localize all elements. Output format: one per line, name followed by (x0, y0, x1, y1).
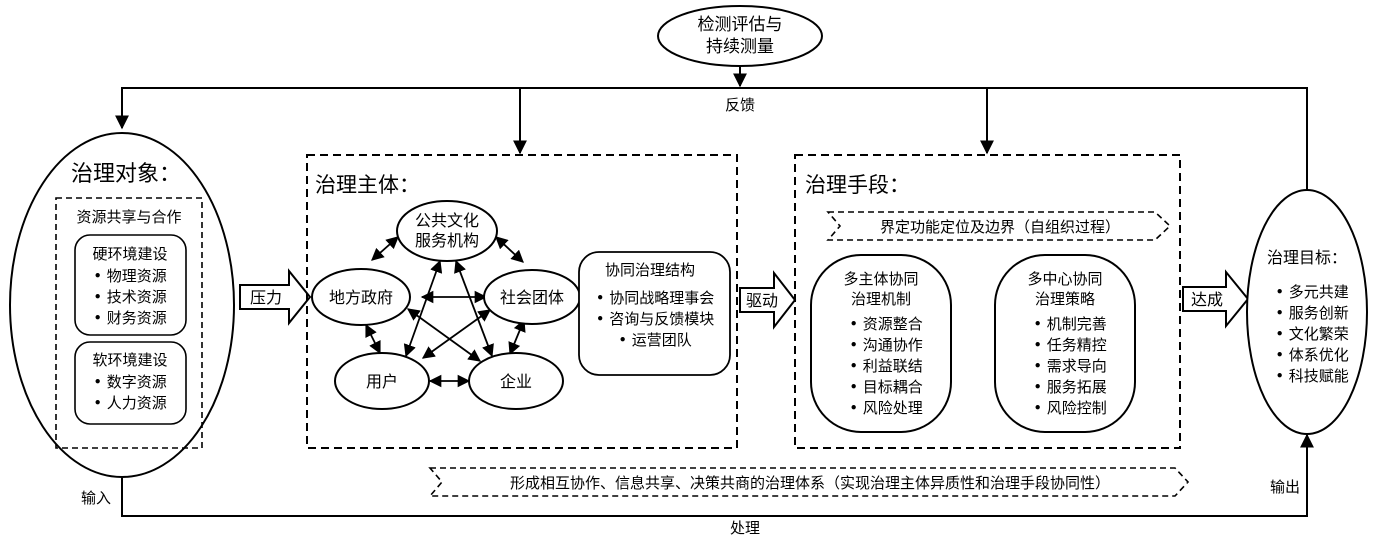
pressure-label: 压力 (250, 288, 282, 307)
collab-structure-item: • 协同战略理事会 (596, 289, 715, 307)
mechanism-item: • 利益联结 (849, 357, 923, 375)
node-user (334, 352, 430, 410)
soft-env-item: • 数字资源 (93, 373, 167, 391)
hard-env-item: • 财务资源 (93, 309, 167, 327)
goal-item: • 体系优化 (1275, 346, 1349, 364)
process-loop (121, 433, 1314, 517)
input-label: 输入 (81, 489, 111, 507)
goal-item: • 服务创新 (1275, 304, 1349, 322)
collab-structure-item: • 咨询与反馈模块 (596, 310, 715, 328)
drive-label: 驱动 (746, 291, 778, 310)
mechanism-item: • 沟通协作 (849, 336, 923, 354)
bottom-banner (428, 467, 1190, 497)
bottom-banner-text: 形成相互协作、信息共享、决策共商的治理体系（实现治理主体异质性和治理手段协同性） (510, 474, 1110, 492)
goal-item: • 科技赋能 (1275, 367, 1349, 385)
objects-title: 治理对象： (71, 162, 181, 187)
feedback-label: 反馈 (725, 96, 755, 114)
mechanism-title-l1: 多主体协同 (843, 270, 918, 288)
collab-structure-title: 协同治理结构 (605, 261, 695, 279)
strategy-item: • 机制完善 (1033, 315, 1107, 333)
strategy-item: • 服务拓展 (1033, 378, 1107, 396)
means-banner (826, 211, 1172, 241)
process-label: 处理 (730, 519, 760, 537)
mechanism-title-l2: 治理机制 (851, 290, 911, 308)
pressure-arrow: 压力 (239, 268, 312, 326)
hard-env-item: • 技术资源 (93, 288, 167, 306)
goals-panel: 治理目标： • 多元共建 • 服务创新 • 文化繁荣 • 体系优化 • 科技赋能 (1246, 189, 1368, 435)
monitor-line2: 持续测量 (706, 37, 774, 57)
strategy-item: • 风险控制 (1033, 399, 1107, 417)
strategy-title-l1: 多中心协同 (1027, 270, 1102, 288)
mechanism-item: • 资源整合 (849, 315, 923, 333)
node-local-government (311, 268, 411, 326)
hard-env-item: • 物理资源 (93, 267, 167, 285)
soft-env-title: 软环境建设 (92, 351, 167, 369)
node-public-culture-l2: 服务机构 (415, 231, 479, 250)
collab-structure-box (578, 251, 731, 376)
mechanism-item: • 目标耦合 (849, 378, 923, 396)
output-label: 输出 (1270, 478, 1300, 496)
monitor-node: 检测评估与 持续测量 (657, 5, 823, 67)
collab-structure-item: • 运营团队 (618, 331, 692, 349)
objects-inner-box (55, 197, 203, 449)
monitor-line1: 检测评估与 (698, 15, 783, 35)
achieve-label: 达成 (1191, 290, 1223, 309)
node-public-culture-l1: 公共文化 (415, 211, 479, 230)
goal-item: • 文化繁荣 (1275, 325, 1349, 343)
means-panel: 治理手段： 界定功能定位及边界（自组织过程） 多主体协同 治理机制 • 资源整合… (794, 154, 1181, 449)
strategy-title-l2: 治理策略 (1035, 290, 1095, 308)
means-title: 治理手段： (805, 173, 910, 197)
hard-env-box (74, 234, 187, 336)
goal-item: • 多元共建 (1275, 283, 1349, 301)
strategy-box (994, 254, 1136, 433)
node-enterprise (468, 352, 564, 410)
node-enterprise-label: 企业 (500, 372, 532, 391)
achieve-arrow: 达成 (1182, 269, 1250, 329)
objects-panel: 治理对象： 资源共享与合作 硬环境建设 • 物理资源 • 技术资源 • 财务资源… (9, 132, 235, 478)
drive-arrow: 驱动 (739, 270, 797, 330)
node-social-organization-label: 社会团体 (500, 288, 564, 307)
hard-env-title: 硬环境建设 (92, 245, 167, 263)
node-public-culture (396, 200, 498, 262)
feedback-loop (115, 66, 1308, 190)
subject-network-links (365, 236, 526, 388)
strategy-item: • 需求导向 (1033, 357, 1107, 375)
soft-env-box (74, 341, 187, 425)
mechanism-box (810, 254, 952, 433)
node-local-government-label: 地方政府 (329, 288, 393, 307)
mechanism-item: • 风险处理 (849, 399, 923, 417)
strategy-item: • 任务精控 (1033, 336, 1107, 354)
soft-env-item: • 人力资源 (93, 394, 167, 412)
subjects-panel: 治理主体： 公共文化 服务机构 地方政府 社会团体 用户 企业 协同治理结构 •… (306, 154, 738, 449)
means-banner-text: 界定功能定位及边界（自组织过程） (880, 218, 1120, 236)
node-user-label: 用户 (366, 372, 398, 391)
subjects-title: 治理主体： (315, 173, 420, 197)
objects-subtitle: 资源共享与合作 (76, 208, 181, 226)
goals-title: 治理目标： (1267, 248, 1347, 267)
